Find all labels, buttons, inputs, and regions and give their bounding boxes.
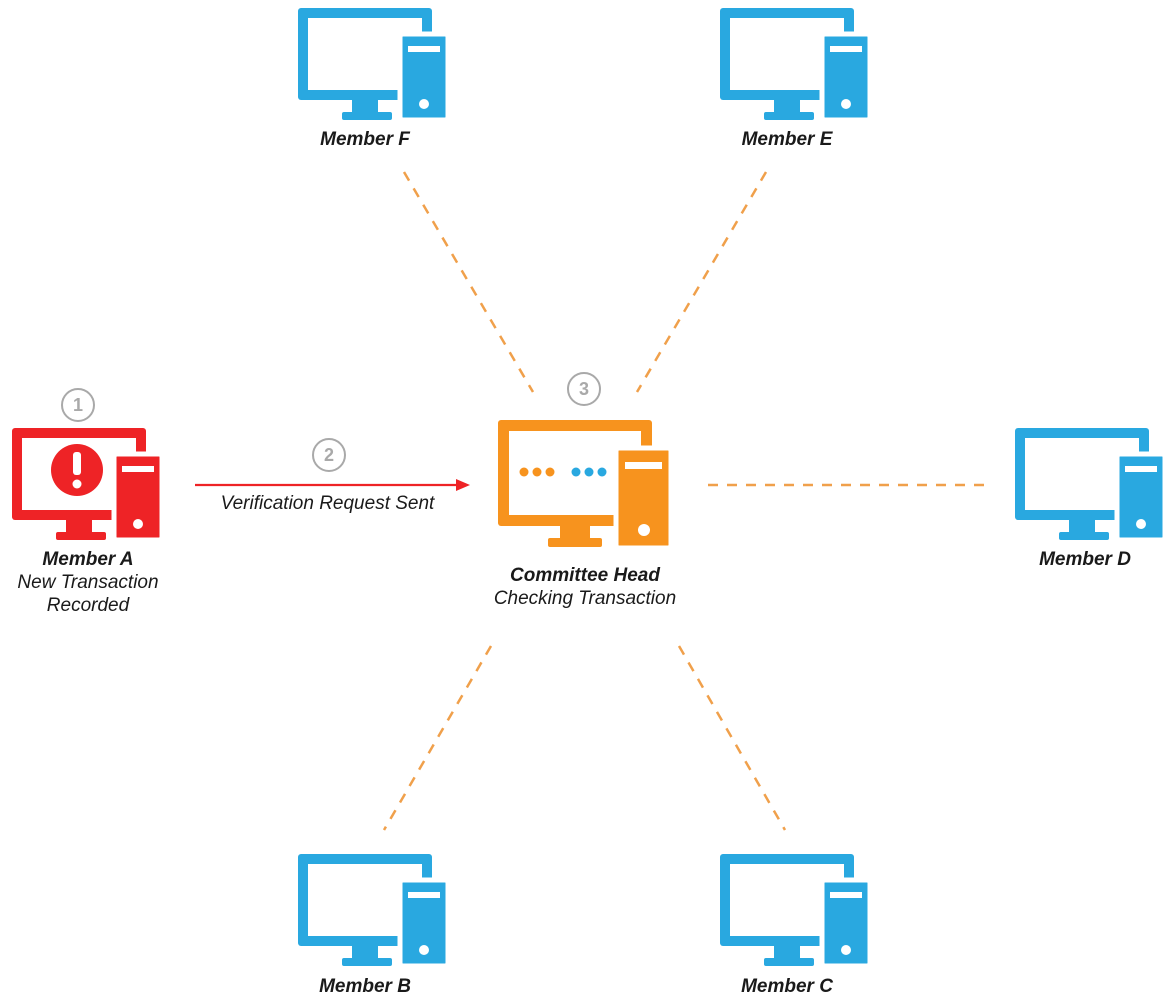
member-b-name: Member B	[319, 976, 411, 997]
member-d-computer-icon	[1015, 428, 1168, 543]
link-head-member-e	[635, 171, 768, 393]
member-e-label: Member E	[697, 129, 877, 151]
member-b-computer-icon	[298, 854, 451, 969]
member-a-status-line-2: Recorded	[46, 595, 130, 616]
member-e-name: Member E	[741, 129, 833, 150]
verification-request-text: Verification Request Sent	[220, 493, 435, 514]
exclamation-alert-icon	[51, 444, 103, 496]
member-f-computer-icon	[298, 8, 451, 123]
member-a-name: Member A	[42, 549, 134, 570]
dashed-links	[382, 171, 990, 831]
verification-request-label: Verification Request Sent	[190, 492, 465, 515]
link-head-member-f	[402, 171, 535, 393]
member-a-label: Member A New Transaction Recorded	[0, 549, 176, 617]
committee-head-label: Committee Head Checking Transaction	[455, 565, 715, 610]
step-badge-2: 2	[312, 438, 346, 472]
committee-head-name: Committee Head	[510, 565, 660, 586]
committee-head-status: Checking Transaction	[493, 588, 677, 609]
member-c-computer-icon	[720, 854, 873, 969]
link-head-member-c	[677, 645, 787, 831]
member-f-name: Member F	[320, 129, 410, 150]
member-e-computer-icon	[720, 8, 873, 123]
member-d-name: Member D	[1039, 549, 1131, 570]
member-d-label: Member D	[1000, 549, 1170, 571]
progress-dots-icon	[519, 467, 607, 477]
step-badge-1: 1	[61, 388, 95, 422]
committee-head-computer-icon	[498, 420, 674, 551]
member-b-label: Member B	[275, 976, 455, 998]
member-c-name: Member C	[741, 976, 833, 997]
member-a-computer-icon	[12, 428, 165, 543]
member-a-status-line-1: New Transaction	[17, 572, 159, 593]
link-head-member-b	[382, 645, 493, 831]
member-c-label: Member C	[697, 976, 877, 998]
step-badge-3: 3	[567, 372, 601, 406]
verification-request-arrow	[195, 479, 470, 491]
member-f-label: Member F	[275, 129, 455, 151]
